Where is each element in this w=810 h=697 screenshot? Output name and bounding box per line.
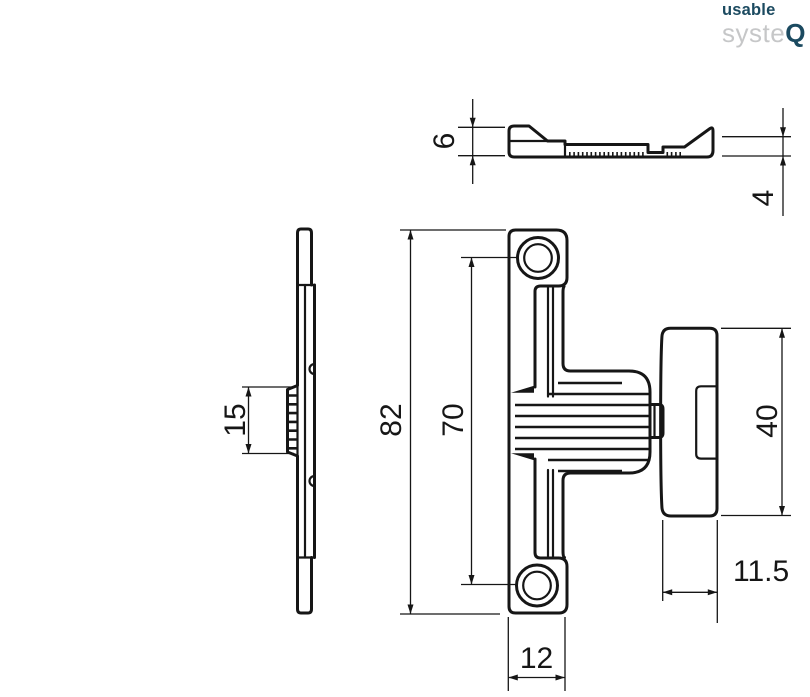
profile-rib-lines	[288, 394, 297, 450]
arrowhead	[469, 117, 476, 166]
front-rib-lines-mid	[548, 392, 649, 462]
dim-hole-spacing: 70	[437, 256, 517, 586]
buffer-recess-lines	[695, 385, 719, 460]
ext-line	[507, 617, 566, 691]
front-rib-lines-full	[515, 403, 649, 451]
ext-line	[400, 229, 506, 615]
ext-line	[458, 126, 505, 157]
front-plate-outline	[507, 228, 569, 615]
front-stem-lines-top	[546, 285, 555, 398]
dim-label-11-5: 11.5	[733, 555, 789, 588]
top-screw-hole-inner	[523, 243, 553, 273]
front-notch-wedge-bottom	[511, 453, 534, 461]
front-stem-lines-bottom	[546, 468, 555, 559]
dim-buffer-depth: 11.5	[662, 520, 789, 623]
brand-name-bottom: systeQ	[722, 20, 806, 46]
brand-name-top: usable	[722, 1, 776, 19]
dim-total-length: 82	[375, 229, 506, 615]
bottom-screw-hole-outer	[515, 563, 559, 608]
brand-logo: usable systeQ	[722, 2, 806, 46]
ext-line	[662, 520, 718, 623]
top-section-view	[507, 124, 715, 159]
front-body-outline	[561, 285, 652, 559]
dim-label-15: 15	[219, 403, 252, 436]
dim-label-82: 82	[375, 403, 408, 436]
arrowhead	[780, 127, 786, 166]
brand-name-accent: Q	[785, 17, 806, 48]
top-view-outline	[507, 124, 715, 159]
profile-nub-bottom	[308, 474, 316, 488]
front-notch-wedge-top	[511, 385, 534, 393]
dim-top-flange: 4	[722, 108, 791, 216]
dim-label-70: 70	[437, 403, 470, 436]
side-profile-view	[286, 227, 316, 615]
front-rib-lines-short	[558, 381, 622, 473]
bottom-screw-hole-inner	[522, 570, 552, 601]
profile-left-edge-with-rib-bump	[286, 283, 299, 559]
top-screw-hole-outer	[516, 236, 560, 280]
ext-line	[461, 256, 517, 586]
brand-name-light: syste	[722, 17, 786, 48]
dim-top-height: 6	[428, 99, 505, 184]
dim-label-12: 12	[520, 642, 553, 675]
dim-label-40: 40	[751, 404, 784, 437]
ext-line	[722, 136, 791, 157]
ext-line	[242, 386, 294, 455]
dim-label-4: 4	[747, 190, 780, 207]
dim-label-6: 6	[428, 133, 461, 150]
profile-nub-top	[308, 362, 316, 376]
profile-top-strip	[296, 227, 313, 287]
ext-line	[721, 327, 791, 517]
dim-buffer-height: 40	[721, 327, 791, 517]
dim-plate-width: 12	[507, 617, 566, 691]
buffer-outline	[659, 326, 719, 518]
profile-bottom-strip	[296, 556, 313, 615]
buffer-side-view	[659, 326, 719, 518]
dim-rib-band: 15	[219, 386, 294, 455]
front-view	[507, 228, 665, 615]
